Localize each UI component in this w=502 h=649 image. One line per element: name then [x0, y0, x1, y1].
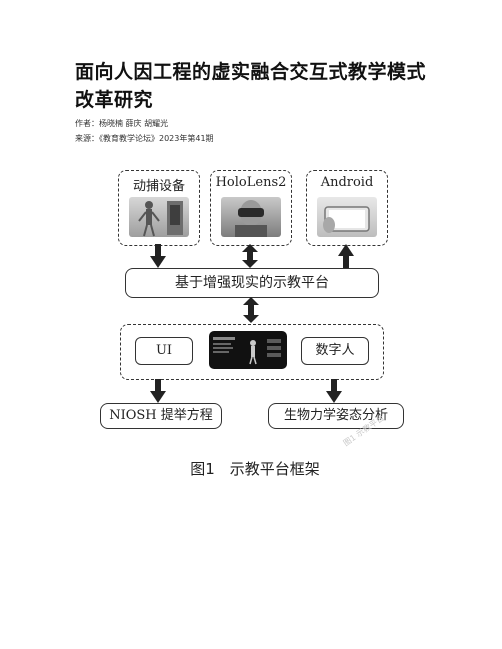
ar-platform-box: 基于增强现实的示教平台 — [125, 268, 379, 298]
arrow-bidirectional-hololens — [242, 244, 258, 268]
mocap-photo — [129, 197, 189, 237]
android-box: Android — [306, 170, 388, 246]
arrow-up-android — [338, 244, 354, 268]
digital-human-box: 数字人 — [301, 337, 369, 365]
figure-caption: 图1 示教平台框架 — [190, 460, 320, 478]
mocap-figure-icon — [138, 201, 183, 237]
mocap-box: 动捕设备 — [118, 170, 200, 246]
platform-framework-figure: 动捕设备 HoloLens2 Android — [90, 160, 420, 460]
headset-user-icon — [235, 200, 267, 237]
source-line: 来源：《教育教学论坛》2023年第41期 — [75, 134, 214, 143]
article-title: 面向人因工程的虚实融合交互式教学模式改革研究 — [75, 61, 427, 111]
android-label: Android — [320, 175, 374, 190]
tablet-icon — [323, 206, 370, 233]
avatar-screen-icon — [213, 337, 281, 365]
arrow-down-biomech — [326, 379, 342, 403]
mocap-label: 动捕设备 — [132, 179, 185, 194]
ui-box: UI — [135, 337, 193, 365]
android-photo — [317, 197, 377, 237]
hololens-photo — [221, 197, 281, 237]
arrow-down-niosh — [150, 379, 166, 403]
hololens-label: HoloLens2 — [215, 175, 287, 190]
niosh-box: NIOSH 提举方程 — [100, 403, 222, 429]
biomech-box: 生物力学姿态分析 — [268, 403, 404, 429]
author-line: 作者：杨晓楠 薛庆 胡耀光 — [75, 119, 169, 128]
hololens-box: HoloLens2 — [210, 170, 292, 246]
modules-container: UI 数字人 — [120, 324, 384, 380]
app-screenshot — [209, 331, 287, 369]
arrow-down-mocap — [150, 244, 166, 268]
arrow-bidirectional-platform — [243, 297, 259, 323]
